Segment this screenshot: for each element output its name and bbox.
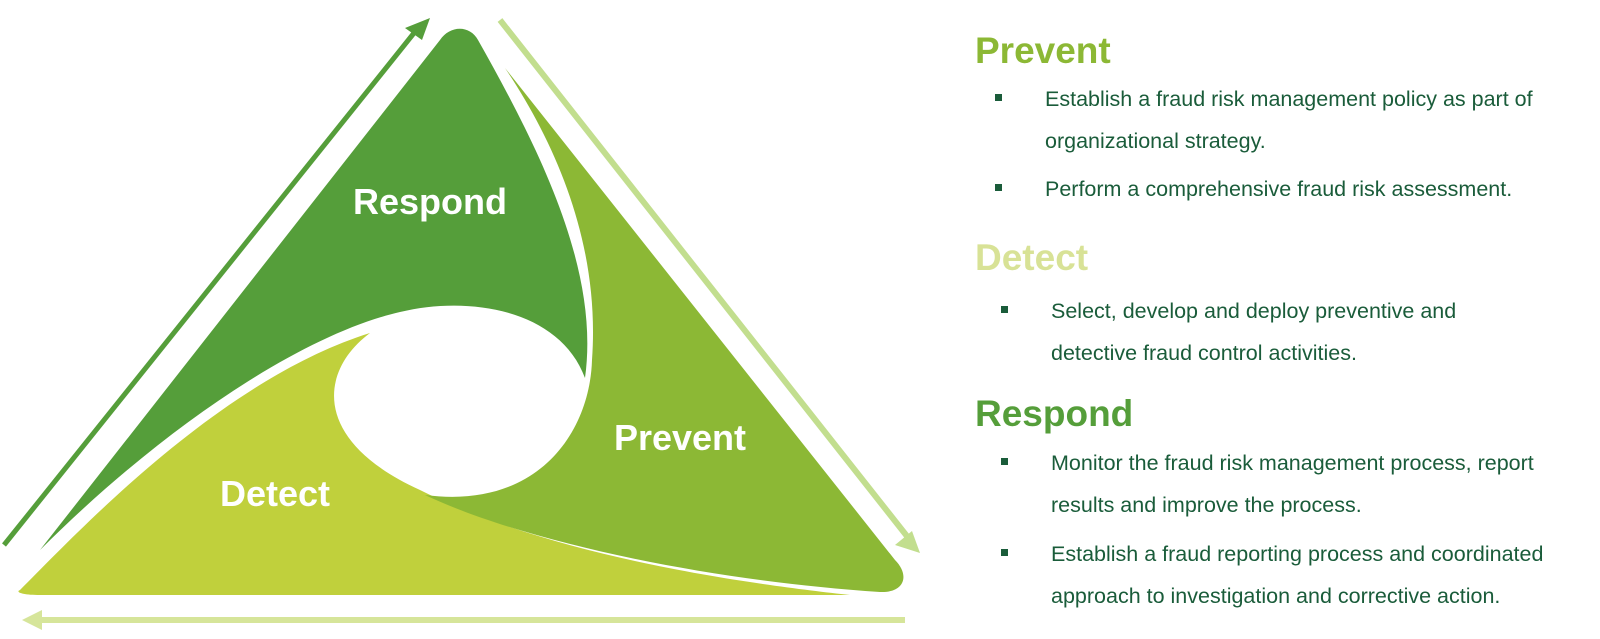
bullet-marker [1001,549,1008,556]
bullet-marker [995,184,1002,191]
arrow-bottom-left [22,610,905,630]
bullet-marker [995,94,1002,101]
respond-label: Respond [353,181,507,222]
fraud-cycle-diagram: Respond Prevent Detect [2,18,920,630]
respond-heading: Respond [975,393,1134,434]
detect-heading: Detect [975,237,1089,278]
bullet-marker [1001,458,1008,465]
detect-segment[interactable] [18,333,850,595]
prevent-heading: Prevent [975,30,1111,71]
prevent-bullet-1: Establish a fraud risk management policy… [1045,87,1533,153]
bullet-marker [1001,306,1008,313]
arrow-left-up [2,18,430,547]
respond-bullet-2: Establish a fraud reporting process and … [1051,542,1544,608]
prevent-label: Prevent [614,417,746,458]
prevent-segment[interactable] [425,68,904,593]
detect-bullet-1: Select, develop and deploy preventive an… [1051,299,1457,365]
respond-bullet-1: Monitor the fraud risk management proces… [1051,451,1534,517]
arrow-right-down [497,18,920,553]
respond-segment[interactable] [40,28,588,550]
prevent-bullet-2: Perform a comprehensive fraud risk asses… [1045,177,1513,201]
detect-label: Detect [220,473,330,514]
